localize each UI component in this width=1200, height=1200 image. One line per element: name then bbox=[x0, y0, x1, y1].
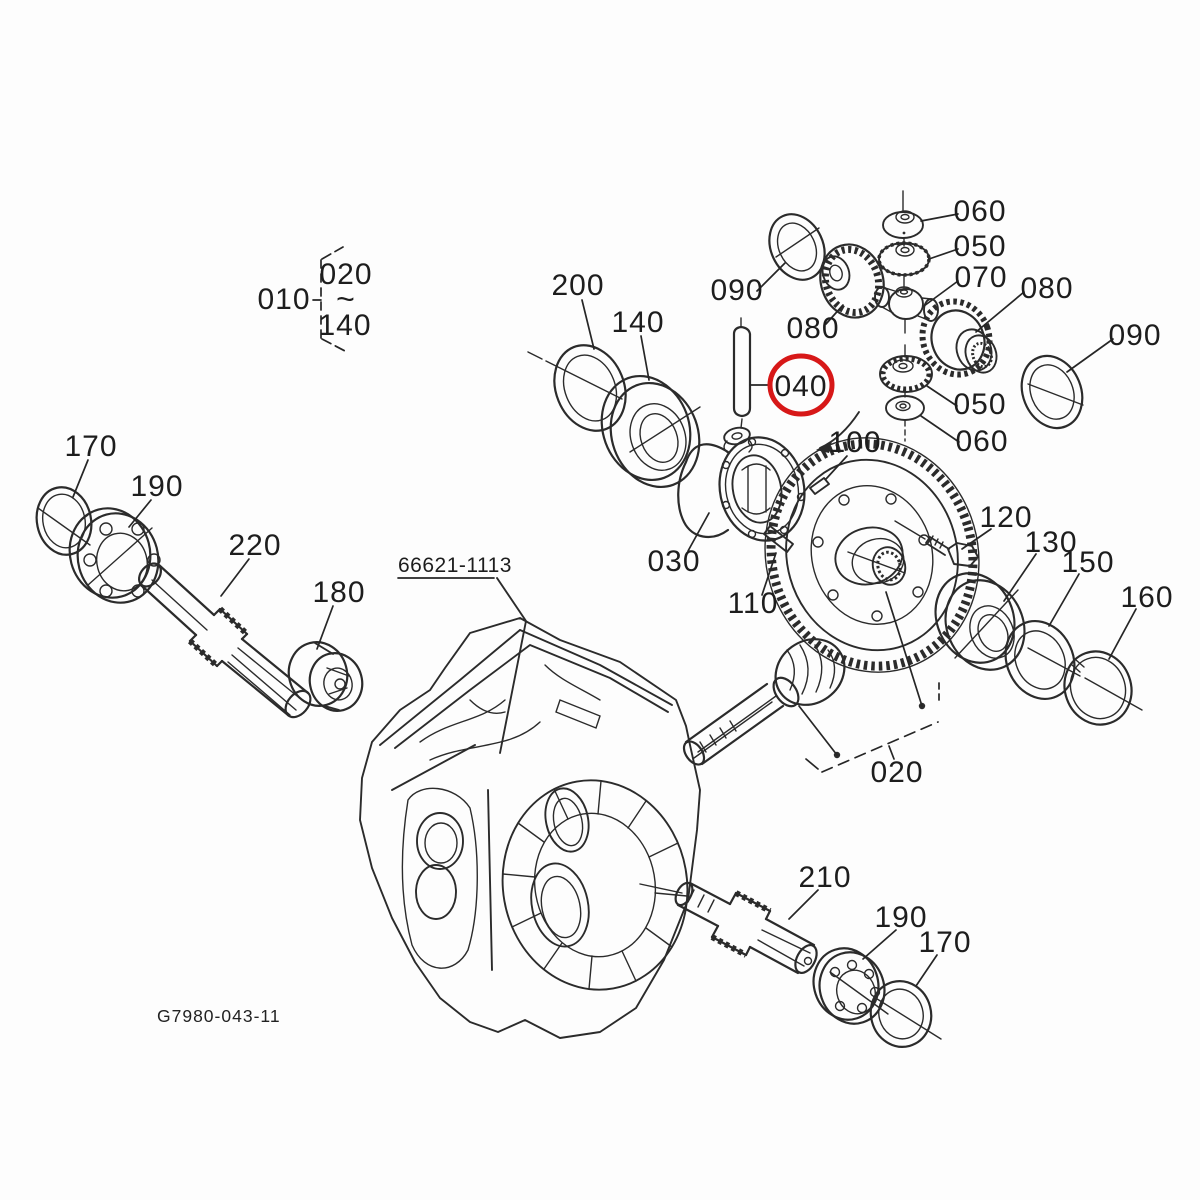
callout-130-label: 130 bbox=[1024, 526, 1077, 559]
range-from-label: 020 bbox=[319, 258, 372, 291]
callout-120-label: 120 bbox=[979, 501, 1032, 534]
bell-fins bbox=[502, 780, 688, 990]
callout-060-bottom-label: 060 bbox=[955, 425, 1008, 458]
coupler-180 bbox=[287, 641, 364, 712]
assembly-number: 66621-1113 bbox=[398, 554, 512, 577]
callout-050-top-label: 050 bbox=[953, 230, 1006, 263]
callout-190-left-label: 190 bbox=[130, 470, 183, 503]
callout-080-left-label: 080 bbox=[786, 312, 839, 345]
seal-ring-200 bbox=[527, 344, 627, 432]
callout-220-label: 220 bbox=[228, 529, 281, 562]
callout-170-left-label: 170 bbox=[64, 430, 117, 463]
callout-090-right-label: 090 bbox=[1108, 319, 1161, 352]
callout-170-bottom-label: 170 bbox=[918, 926, 971, 959]
callout-200-label: 200 bbox=[551, 269, 604, 302]
callout-210-label: 210 bbox=[798, 861, 851, 894]
spline-shaft-220 bbox=[137, 562, 312, 719]
drawing-number: G7980-043-11 bbox=[157, 1006, 281, 1026]
washer-060-bottom bbox=[885, 395, 925, 421]
callout-050-bottom-label: 050 bbox=[953, 388, 1006, 421]
ring-gear-100 bbox=[764, 437, 980, 673]
assembly-code-leader bbox=[397, 577, 527, 754]
callout-020-label: 020 bbox=[870, 756, 923, 789]
highlight-circle-040 bbox=[767, 353, 835, 417]
washer-170-bottom bbox=[869, 980, 942, 1048]
callout-010-label: 010 bbox=[257, 283, 310, 316]
bearing-140 bbox=[600, 374, 701, 489]
gear-shaft-210 bbox=[639, 881, 818, 975]
callout-180-label: 180 bbox=[312, 576, 365, 609]
callout-150-label: 150 bbox=[1061, 546, 1114, 579]
callout-190-bottom-label: 190 bbox=[874, 901, 927, 934]
washer-150 bbox=[1004, 620, 1081, 700]
callout-160-label: 160 bbox=[1120, 581, 1173, 614]
callout-100-label: 100 bbox=[828, 426, 881, 459]
range-group-bracket bbox=[312, 246, 346, 352]
bolt-120 bbox=[894, 520, 979, 567]
pin-100 bbox=[809, 477, 830, 495]
callout-110-label: 110 bbox=[728, 587, 779, 620]
pin-040 bbox=[732, 317, 752, 429]
callout-060-top-label: 060 bbox=[953, 195, 1006, 228]
callout-070-label: 070 bbox=[954, 261, 1007, 294]
group-020-bracket bbox=[798, 591, 940, 773]
leader-lines bbox=[72, 213, 1137, 987]
bevel-gear-080-left bbox=[819, 243, 885, 319]
callout-labels: 010 020 ~ 140 200 140 090 080 060 050 07… bbox=[64, 195, 1173, 959]
transmission-housing bbox=[359, 617, 701, 1039]
callout-140-label: 140 bbox=[611, 306, 664, 339]
bevel-pinion-shaft bbox=[682, 638, 846, 766]
spider-shaft-070 bbox=[874, 286, 939, 322]
callout-040-label: 040 bbox=[774, 370, 827, 403]
thrust-washer-050-top bbox=[877, 241, 931, 277]
bearing-190-bottom bbox=[812, 947, 889, 1025]
callout-090-left-label: 090 bbox=[710, 274, 763, 307]
callout-030-label: 030 bbox=[647, 545, 700, 578]
bearing-130 bbox=[934, 572, 1026, 671]
washer-090-right bbox=[1020, 354, 1084, 430]
range-tilde: ~ bbox=[336, 281, 356, 317]
pin-110 bbox=[763, 525, 794, 553]
bevel-gear-050-bottom bbox=[879, 355, 933, 393]
washer-060-top bbox=[882, 210, 924, 239]
washer-090-left bbox=[768, 213, 826, 281]
side-gear-080-right bbox=[919, 298, 998, 378]
snap-ring-160 bbox=[1063, 650, 1143, 726]
bearing-190-left bbox=[68, 507, 161, 604]
range-to-label: 140 bbox=[318, 309, 371, 342]
snap-ring-170-left bbox=[35, 486, 93, 556]
callout-080-right-label: 080 bbox=[1020, 272, 1073, 305]
